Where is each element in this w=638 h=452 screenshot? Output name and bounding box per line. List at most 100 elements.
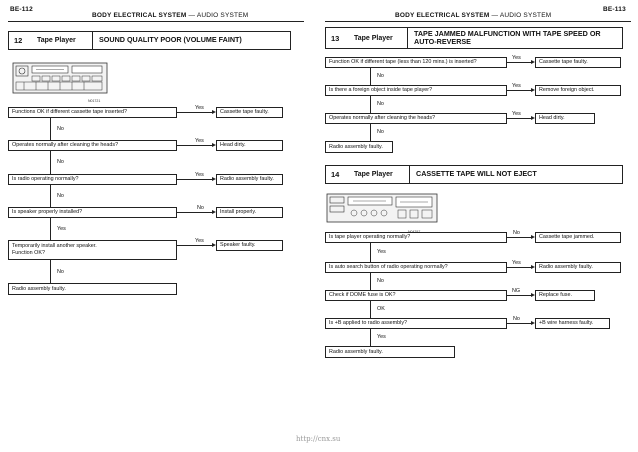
yes-connector <box>50 218 51 240</box>
yes-label: Yes <box>377 334 386 340</box>
arrow-right-icon <box>531 265 535 269</box>
no-connector <box>50 260 51 283</box>
ng-connector <box>507 295 531 296</box>
header-dash: — <box>188 12 196 19</box>
t12-final-result: Radio assembly faulty. <box>8 283 177 295</box>
yes-connector <box>507 267 531 268</box>
t12-name: Tape Player <box>31 32 93 49</box>
t12-question-5: Temporarily install another speaker. Fun… <box>8 240 177 260</box>
arrow-right-icon <box>212 243 216 247</box>
t13-result-2: Remove foreign object. <box>535 85 621 96</box>
t13-final-result: Radio assembly faulty. <box>325 141 393 153</box>
t13-number: 13 <box>331 33 340 43</box>
t13-question-3: Operates normally after cleaning the hea… <box>325 113 507 124</box>
yes-label: Yes <box>512 111 521 117</box>
t12-question-4: Is speaker properly installed? <box>8 207 177 218</box>
yes-label: Yes <box>512 260 521 266</box>
t13-title: TAPE JAMMED MALFUNCTION WITH TAPE SPEED … <box>408 28 601 48</box>
running-header-right: BODY ELECTRICAL SYSTEM — AUDIO SYSTEM <box>395 12 551 19</box>
t12-figure-code: N01721 <box>88 99 101 103</box>
yes-connector <box>507 62 531 63</box>
t14-result-3: Replace fuse. <box>535 290 595 301</box>
footer-url: http://cnx.su <box>296 435 341 443</box>
no-connector <box>370 273 371 290</box>
page-number-right: BE-113 <box>603 6 626 13</box>
t12-question-3: Is radio operating normally? <box>8 174 177 185</box>
t14-result-4: +B wire harness faulty. <box>535 318 610 329</box>
t14-question-4: Is +B applied to radio assembly? <box>325 318 507 329</box>
no-label: No <box>513 316 520 322</box>
no-label: No <box>57 126 64 132</box>
radio-illustration-12 <box>12 62 108 94</box>
running-header-left: BODY ELECTRICAL SYSTEM — AUDIO SYSTEM <box>92 12 248 19</box>
arrow-right-icon <box>531 321 535 325</box>
t13-name: Tape Player <box>348 28 408 48</box>
arrow-right-icon <box>531 235 535 239</box>
t14-name: Tape Player <box>348 166 410 183</box>
ng-label: NG <box>512 288 521 294</box>
no-connector <box>507 237 531 238</box>
t14-question-3: Check if DOME fuse is OK? <box>325 290 507 301</box>
t12-number: 12 <box>14 36 23 45</box>
no-connector <box>507 323 531 324</box>
t13-title-line2: AUTO-REVERSE <box>414 37 471 46</box>
yes-label: Yes <box>512 55 521 61</box>
no-label: No <box>513 230 520 236</box>
t14-number: 14 <box>331 170 340 179</box>
arrow-right-icon <box>212 177 216 181</box>
radio-illustration-14 <box>326 193 438 223</box>
no-connector <box>370 96 371 113</box>
t14-question-1: Is tape player operating normally? <box>325 232 507 243</box>
no-label: No <box>197 205 204 211</box>
yes-label: Yes <box>195 138 204 144</box>
t13-title-box: 13 Tape Player TAPE JAMMED MALFUNCTION W… <box>325 27 623 49</box>
no-label: No <box>377 73 384 79</box>
header-dash: — <box>491 12 499 19</box>
t12-result-1: Cassette tape faulty. <box>216 107 283 118</box>
t12-result-5: Speaker faulty. <box>216 240 283 251</box>
no-connector <box>370 124 371 141</box>
t14-title-box: 14 Tape Player CASSETTE TAPE WILL NOT EJ… <box>325 165 623 184</box>
yes-connector <box>370 243 371 262</box>
t13-question-2: Is there a foreign object inside tape pl… <box>325 85 507 96</box>
t14-result-1: Cassette tape jammed. <box>535 232 621 243</box>
arrow-right-icon <box>212 110 216 114</box>
ok-label: OK <box>377 306 385 312</box>
yes-label: Yes <box>57 226 66 232</box>
t13-title-line1: TAPE JAMMED MALFUNCTION WITH TAPE SPEED … <box>414 28 601 38</box>
yes-connector <box>507 90 531 91</box>
header-subsection: AUDIO SYSTEM <box>196 12 249 19</box>
t14-question-2: Is auto search button of radio operating… <box>325 262 507 273</box>
t12-title: SOUND QUALITY POOR (VOLUME FAINT) <box>99 35 242 45</box>
yes-connector <box>177 245 212 246</box>
no-connector <box>177 212 212 213</box>
arrow-right-icon <box>531 60 535 64</box>
header-rule-left <box>8 21 304 22</box>
t12-result-2: Head dirty. <box>216 140 283 151</box>
t12-question-5-line2: Function OK? <box>12 249 45 256</box>
yes-label: Yes <box>512 83 521 89</box>
yes-connector <box>177 112 212 113</box>
header-section: BODY ELECTRICAL SYSTEM <box>395 12 490 19</box>
yes-label: Yes <box>195 238 204 244</box>
no-connector <box>50 185 51 207</box>
arrow-right-icon <box>212 210 216 214</box>
t12-question-1: Functions OK if different cassette tape … <box>8 107 177 118</box>
ok-connector <box>370 301 371 318</box>
header-section: BODY ELECTRICAL SYSTEM <box>92 12 187 19</box>
t13-question-1: Function OK if different tape (less than… <box>325 57 507 68</box>
no-label: No <box>57 269 64 275</box>
yes-connector <box>177 179 212 180</box>
no-connector <box>50 151 51 174</box>
yes-connector <box>177 145 212 146</box>
no-label: No <box>57 159 64 165</box>
no-connector <box>370 68 371 85</box>
yes-label: Yes <box>377 249 386 255</box>
yes-connector <box>370 329 371 346</box>
yes-label: Yes <box>195 105 204 111</box>
t13-result-3: Head dirty. <box>535 113 595 124</box>
header-rule-right <box>325 21 631 22</box>
arrow-right-icon <box>531 88 535 92</box>
t12-question-2: Operates normally after cleaning the hea… <box>8 140 177 151</box>
arrow-right-icon <box>531 293 535 297</box>
